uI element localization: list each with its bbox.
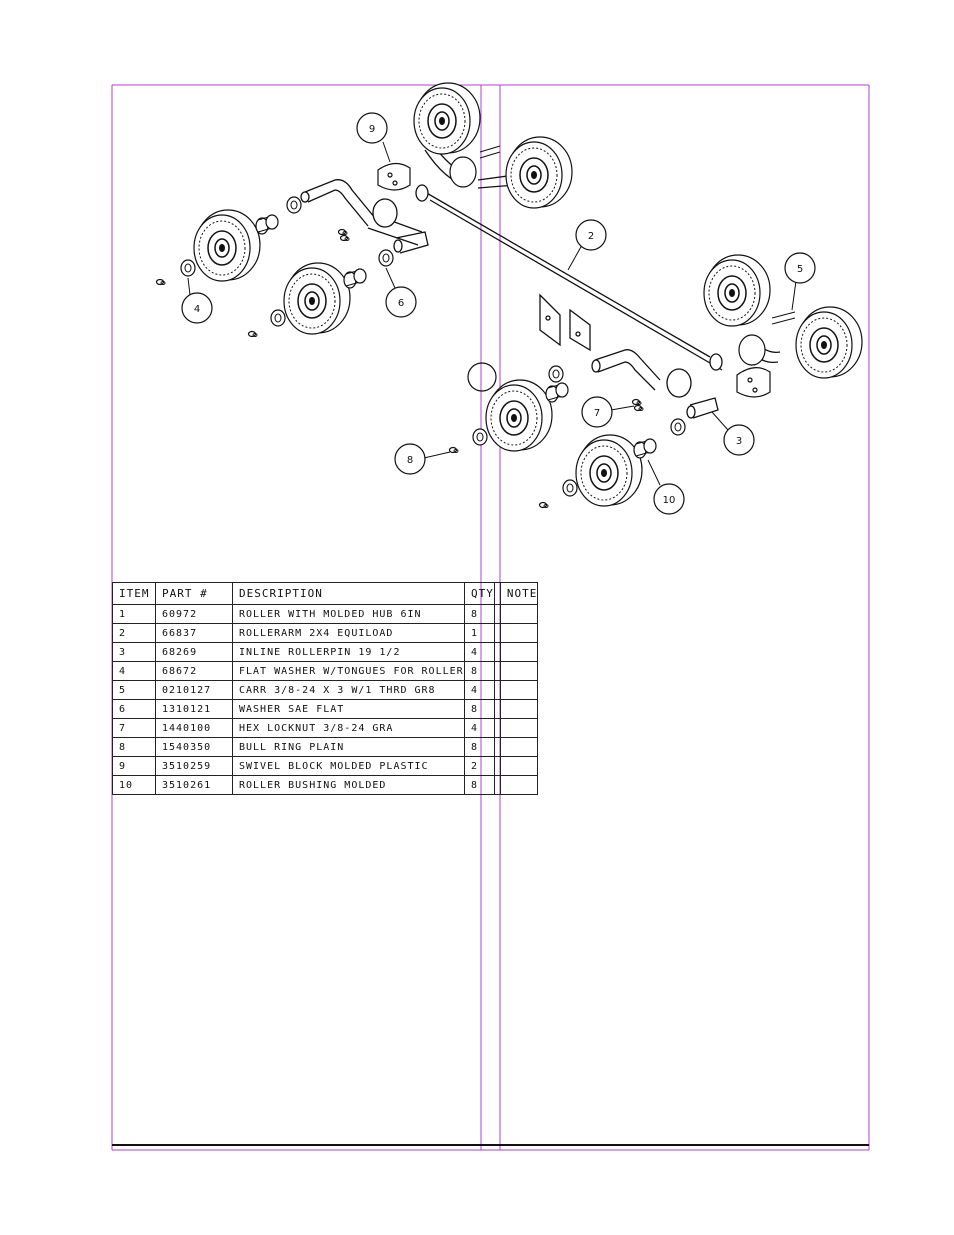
- header-note: NOTE: [499, 582, 539, 605]
- cell-qty: 8: [464, 604, 495, 624]
- cell-part-number: 1440100: [155, 718, 233, 738]
- svg-text:4: 4: [194, 304, 200, 315]
- cell-description: ROLLER BUSHING MOLDED: [232, 775, 465, 795]
- cell-qty: 8: [464, 661, 495, 681]
- svg-text:3: 3: [736, 436, 742, 447]
- callout-3: 3: [723, 424, 755, 456]
- callout-blank: [467, 362, 497, 392]
- cell-description: ROLLERARM 2X4 EQUILOAD: [232, 623, 465, 643]
- leader-lines: [187, 141, 797, 486]
- svg-text:7: 7: [594, 408, 600, 419]
- cell-item: 8: [112, 737, 156, 757]
- cell-part-number: 1310121: [155, 699, 233, 719]
- cell-part-number: 68672: [155, 661, 233, 681]
- cell-qty: 1: [464, 623, 495, 643]
- cell-part-number: 3510261: [155, 775, 233, 795]
- cell-item: 10: [112, 775, 156, 795]
- cell-item: 4: [112, 661, 156, 681]
- cell-note: [499, 661, 539, 681]
- svg-text:6: 6: [398, 298, 404, 309]
- callout-2: 2: [575, 219, 607, 251]
- cell-description: FLAT WASHER W/TONGUES FOR ROLLER: [232, 661, 465, 681]
- cell-spacer: [493, 775, 501, 795]
- cell-description: HEX LOCKNUT 3/8-24 GRA: [232, 718, 465, 738]
- cell-item: 1: [112, 604, 156, 624]
- cell-part-number: 3510259: [155, 756, 233, 776]
- table-header-row: ITEM PART # DESCRIPTION QTY NOTE: [112, 582, 539, 605]
- cell-note: [499, 699, 539, 719]
- cell-description: WASHER SAE FLAT: [232, 699, 465, 719]
- cell-item: 6: [112, 699, 156, 719]
- callout-6: 6: [385, 286, 417, 318]
- header-qty: QTY: [464, 582, 495, 605]
- svg-text:5: 5: [797, 264, 803, 275]
- rollers: [193, 82, 863, 507]
- cell-description: ROLLER WITH MOLDED HUB 6IN: [232, 604, 465, 624]
- cell-item: 2: [112, 623, 156, 643]
- cell-part-number: 1540350: [155, 737, 233, 757]
- callout-5: 5: [784, 252, 816, 284]
- header-part-number: PART #: [155, 582, 233, 605]
- roller-pins: [300, 139, 781, 419]
- cell-part-number: 68269: [155, 642, 233, 662]
- cell-note: [499, 775, 539, 795]
- cell-qty: 4: [464, 680, 495, 700]
- cell-note: [499, 718, 539, 738]
- swivel-blocks: [377, 156, 771, 398]
- svg-text:2: 2: [588, 231, 594, 242]
- cell-description: BULL RING PLAIN: [232, 737, 465, 757]
- cell-item: 5: [112, 680, 156, 700]
- cell-qty: 4: [464, 718, 495, 738]
- cell-note: [499, 604, 539, 624]
- cell-note: [499, 642, 539, 662]
- cell-qty: 8: [464, 775, 495, 795]
- callout-7: 7: [581, 396, 613, 428]
- cell-item: 3: [112, 642, 156, 662]
- header-item: ITEM: [112, 582, 156, 605]
- cell-part-number: 0210127: [155, 680, 233, 700]
- cell-item: 7: [112, 718, 156, 738]
- carriage-bolts: [479, 145, 796, 325]
- cell-qty: 4: [464, 642, 495, 662]
- cell-note: [499, 680, 539, 700]
- callout-9: 9: [356, 112, 388, 144]
- callout-bubbles: 9 2 5 4 6 7 3 8: [181, 112, 816, 515]
- cell-part-number: 66837: [155, 623, 233, 643]
- callout-4: 4: [181, 292, 213, 324]
- cell-description: CARR 3/8-24 X 3 W/1 THRD GR8: [232, 680, 465, 700]
- cell-item: 9: [112, 756, 156, 776]
- cell-description: SWIVEL BLOCK MOLDED PLASTIC: [232, 756, 465, 776]
- svg-text:10: 10: [663, 495, 676, 506]
- cell-note: [499, 756, 539, 776]
- svg-text:8: 8: [407, 455, 413, 466]
- roller-arm-tube: [415, 184, 723, 371]
- callout-10: 10: [653, 483, 685, 515]
- header-description: DESCRIPTION: [232, 582, 465, 605]
- cell-qty: 8: [464, 699, 495, 719]
- cell-part-number: 60972: [155, 604, 233, 624]
- cell-qty: 2: [464, 756, 495, 776]
- cell-note: [499, 623, 539, 643]
- svg-text:9: 9: [369, 124, 375, 135]
- cell-description: INLINE ROLLERPIN 19 1/2: [232, 642, 465, 662]
- callout-8: 8: [394, 443, 426, 475]
- cell-note: [499, 737, 539, 757]
- cell-qty: 8: [464, 737, 495, 757]
